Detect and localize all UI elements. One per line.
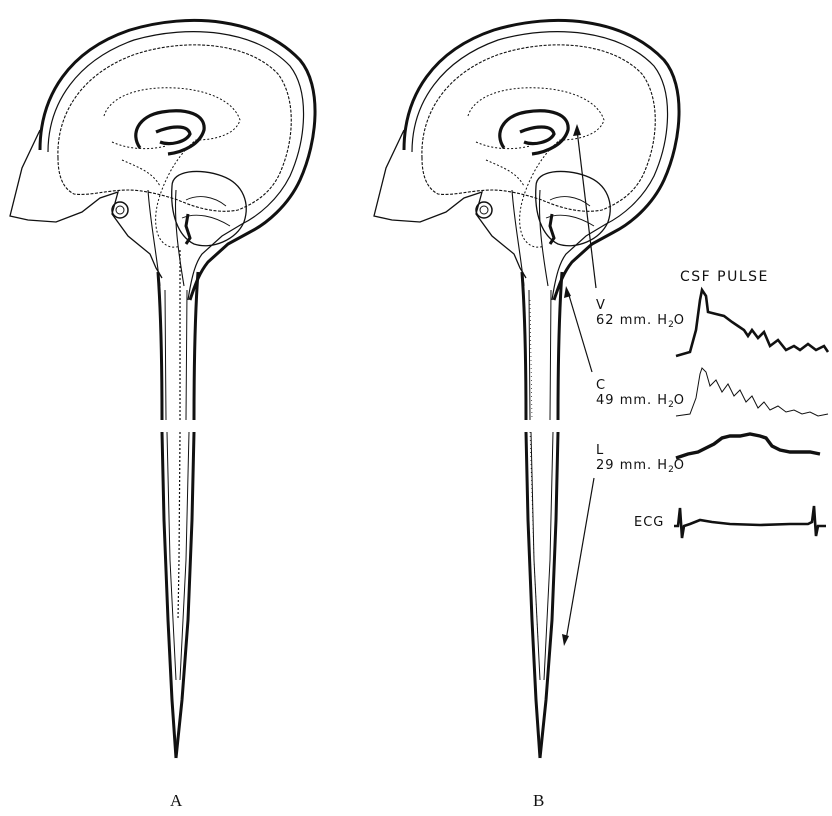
measure-c-unit-sub: 2 <box>668 400 674 410</box>
ecg-label: ECG <box>634 516 664 529</box>
measure-v-unit-sub: 2 <box>668 320 674 330</box>
measure-v-unit: mm. H <box>620 313 668 328</box>
arrow-v <box>577 130 596 288</box>
panel-label-a: A <box>170 792 182 809</box>
measure-l: L 29 mm. H2O <box>596 444 685 472</box>
measure-v-site: V <box>596 299 685 312</box>
measure-l-value: 29 <box>596 458 615 473</box>
panel-label-b: B <box>533 792 544 809</box>
measure-l-unit-post: O <box>674 458 685 473</box>
trace-title: CSF PULSE <box>680 270 769 284</box>
measure-v-unit-post: O <box>674 313 685 328</box>
arrow-l <box>566 478 594 640</box>
measure-c-unit-post: O <box>674 393 685 408</box>
measure-c-unit: mm. H <box>620 393 668 408</box>
arrow-c <box>568 292 592 372</box>
neuraxis-diagram-a <box>10 20 315 758</box>
measure-c-value: 49 <box>596 393 615 408</box>
trace-ecg <box>674 506 826 538</box>
pointer-arrows <box>562 124 596 646</box>
measure-c: C 49 mm. H2O <box>596 379 685 407</box>
measure-v: V 62 mm. H2O <box>596 299 685 327</box>
trace-c <box>676 368 828 416</box>
trace-l <box>676 434 820 458</box>
measure-v-value: 62 <box>596 313 615 328</box>
measure-l-unit: mm. H <box>620 458 668 473</box>
measure-c-site: C <box>596 379 685 392</box>
measure-l-site: L <box>596 444 685 457</box>
trace-v <box>676 290 828 356</box>
measure-l-unit-sub: 2 <box>668 465 674 475</box>
